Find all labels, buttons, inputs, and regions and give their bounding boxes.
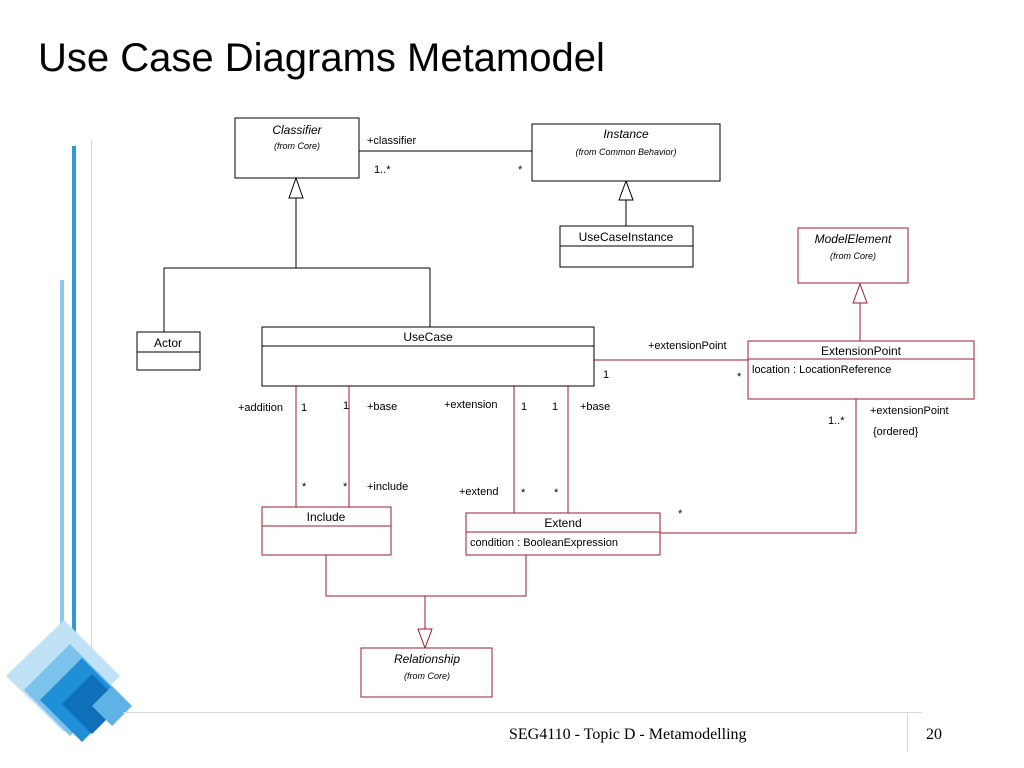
constraint-label: {ordered} xyxy=(873,426,919,438)
class-name: Include xyxy=(307,510,346,524)
role-label: +base xyxy=(580,401,610,413)
multiplicity-label: 1 xyxy=(301,402,307,414)
generalization-arrow xyxy=(618,179,634,201)
decor-diamond xyxy=(92,686,132,726)
class-relationship: Relationship (from Core) xyxy=(360,647,493,698)
class-extend: Extend condition : BooleanExpression xyxy=(465,512,661,556)
class-modelelement: ModelElement (from Core) xyxy=(797,227,909,284)
class-name: UseCase xyxy=(403,330,453,344)
association-labels: +classifier 1..* * +addition 1 1 +base +… xyxy=(238,135,949,520)
class-attribute: condition : BooleanExpression xyxy=(470,537,618,549)
class-classifier: Classifier (from Core) xyxy=(234,117,360,179)
multiplicity-label: * xyxy=(678,508,683,520)
multiplicity-label: 1..* xyxy=(374,164,391,176)
footer-text: SEG4110 - Topic D - Metamodelling xyxy=(509,726,747,743)
footer-divider xyxy=(123,712,923,713)
highlight-connectors xyxy=(295,284,861,629)
multiplicity-label: 1 xyxy=(603,369,609,381)
multiplicity-label: 1 xyxy=(343,400,349,412)
role-label: +extension xyxy=(444,399,498,411)
class-include: Include xyxy=(261,506,392,556)
page-number: 20 xyxy=(926,726,942,743)
class-usecaseinstance: UseCaseInstance xyxy=(559,225,694,268)
decor-bar xyxy=(60,280,64,720)
multiplicity-label: * xyxy=(554,487,559,499)
class-name: ExtensionPoint xyxy=(821,344,902,358)
role-label: +extensionPoint xyxy=(648,340,727,352)
multiplicity-label: 1 xyxy=(552,401,558,413)
role-label: +addition xyxy=(238,402,283,414)
generalization-arrow xyxy=(288,176,304,199)
decor-graphic xyxy=(6,140,132,742)
class-name: Extend xyxy=(544,516,581,530)
core-connectors xyxy=(163,150,627,332)
multiplicity-label: * xyxy=(518,164,523,176)
class-package: (from Core) xyxy=(830,251,876,261)
class-name: Instance xyxy=(603,127,649,141)
class-extensionpoint: ExtensionPoint location : LocationRefere… xyxy=(747,340,975,400)
multiplicity-label: 1..* xyxy=(828,415,845,427)
generalization-arrow xyxy=(417,628,433,650)
class-package: (from Core) xyxy=(404,671,450,681)
multiplicity-label: * xyxy=(737,371,742,383)
class-name: ModelElement xyxy=(815,232,892,246)
class-name: UseCaseInstance xyxy=(579,230,674,244)
class-usecase: UseCase xyxy=(261,326,595,387)
role-label: +include xyxy=(367,481,408,493)
generalization-arrow xyxy=(852,282,868,304)
class-package: (from Core) xyxy=(274,141,320,151)
role-label: +extensionPoint xyxy=(870,405,949,417)
class-name: Classifier xyxy=(272,123,322,137)
class-instance: Instance (from Common Behavior) xyxy=(531,123,721,182)
multiplicity-label: * xyxy=(521,487,526,499)
footer-divider xyxy=(907,712,908,752)
multiplicity-label: * xyxy=(302,481,307,493)
multiplicity-label: * xyxy=(343,481,348,493)
class-attribute: location : LocationReference xyxy=(752,364,891,376)
class-package: (from Common Behavior) xyxy=(575,147,676,157)
class-actor: Actor xyxy=(136,331,201,371)
class-name: Actor xyxy=(154,336,182,350)
slide-title: Use Case Diagrams Metamodel xyxy=(38,36,605,80)
decor-bar xyxy=(91,140,92,730)
role-label: +classifier xyxy=(367,135,417,147)
role-label: +base xyxy=(367,401,397,413)
multiplicity-label: 1 xyxy=(521,401,527,413)
class-name: Relationship xyxy=(394,652,460,666)
role-label: +extend xyxy=(459,486,498,498)
decor-bar xyxy=(72,146,76,726)
